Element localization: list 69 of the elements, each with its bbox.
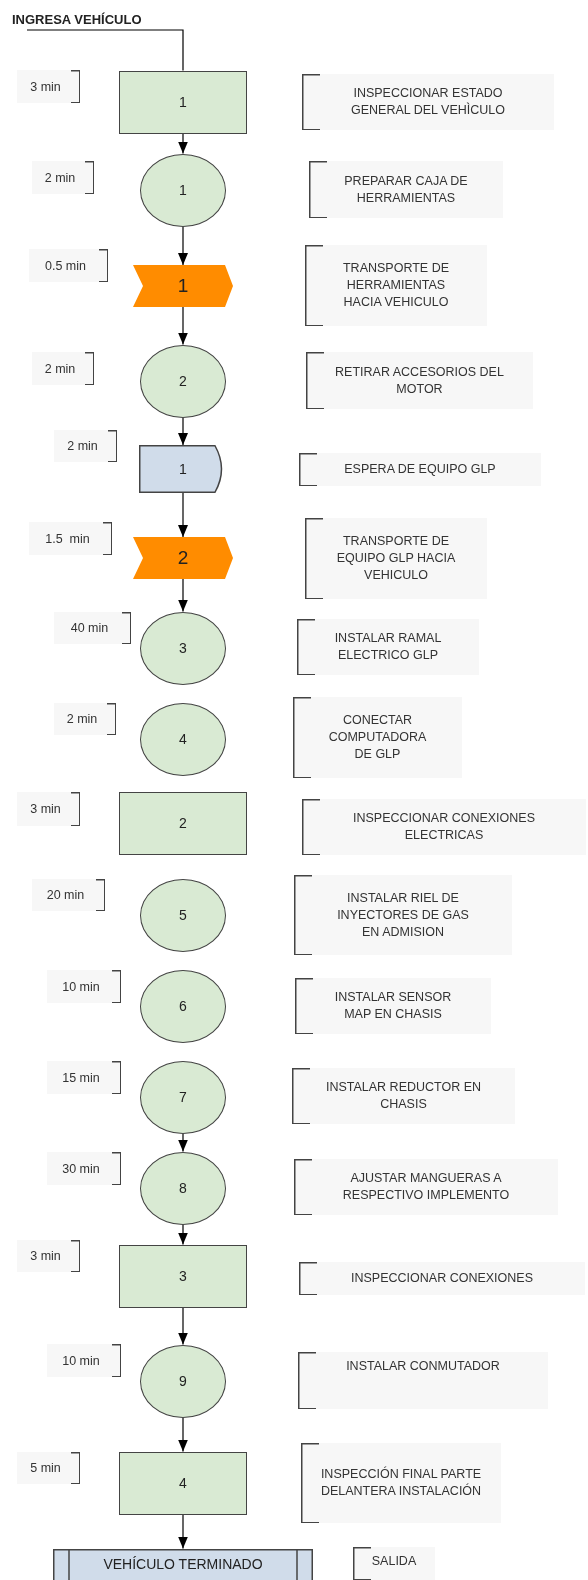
step-number: 1 (177, 275, 189, 297)
step-number: 3 (179, 1268, 187, 1284)
arrow (178, 1132, 188, 1153)
duration-text: 15 min (62, 1070, 100, 1085)
step-number: 4 (179, 731, 187, 747)
arrow (178, 132, 188, 155)
step-number: 2 (179, 373, 187, 389)
arrow (178, 1416, 188, 1453)
step-description: INSTALAR RAMAL ELECTRICO GLP (333, 630, 443, 664)
step-number: 8 (179, 1180, 187, 1196)
step-description: INSPECCIONAR ESTADO GENERAL DEL VEHÌCULO (350, 85, 506, 119)
step-description: RETIRAR ACCESORIOS DEL MOTOR (334, 363, 505, 398)
inspection-box (119, 70, 247, 134)
step-number: 2 (177, 547, 189, 569)
step-number: 1 (179, 182, 187, 198)
transport-arrow-shape (133, 265, 233, 307)
arrow (178, 1223, 188, 1246)
step-number: 1 (179, 461, 187, 477)
arrow (178, 1513, 188, 1550)
duration-text: 30 min (62, 1161, 100, 1176)
step-description: SALIDA (370, 1553, 418, 1570)
duration-text: 2 min (44, 361, 76, 376)
step-description: INSTALAR SENSOR MAP EN CHASIS (333, 989, 453, 1023)
step-description: AJUSTAR MANGUERAS A RESPECTIVO IMPLEMENTO (341, 1170, 511, 1204)
step-number: 9 (179, 1373, 187, 1389)
step-number: 3 (179, 640, 187, 656)
duration-text: 3 min (30, 802, 61, 816)
step-number: 1 (179, 94, 187, 110)
step-description: INSPECCIÓN FINAL PARTE DELANTERA INSTALACIÓN (319, 1466, 483, 1500)
step-description: CONECTAR COMPUTADORA DE GLP (327, 712, 428, 763)
arrow (178, 225, 188, 266)
arrow (178, 416, 188, 446)
step-description: TRANSPORTE DE HERRAMIENTAS HACIA VEHICULO (341, 260, 450, 311)
start-label: INGRESA VEHÍCULO (12, 10, 142, 30)
inspection-box (119, 791, 247, 855)
terminal-label: VEHÍCULO TERMINADO (103, 1556, 263, 1572)
duration-text: 10 min (62, 979, 100, 994)
step-description: TRANSPORTE DE EQUIPO GLP HACIA VEHICULO (335, 533, 457, 584)
step-description: INSTALAR REDUCTOR EN CHASIS (324, 1079, 483, 1113)
duration-text: 20 min (46, 888, 85, 902)
duration-text: 2 min (44, 170, 76, 185)
duration-text: 2 min (67, 439, 98, 453)
arrow (178, 306, 188, 346)
step-number: 4 (179, 1475, 187, 1491)
step-number: 7 (179, 1089, 187, 1105)
step-description: INSTALAR CONMUTADOR (345, 1358, 501, 1375)
duration-text: 5 min (30, 1461, 61, 1475)
inspection-box (119, 1451, 247, 1515)
step-description: INSPECCIONAR CONEXIONES ELECTRICAS (352, 810, 536, 844)
step-description: PREPARAR CAJA DE HERRAMIENTAS (343, 172, 469, 207)
arrow (178, 1306, 188, 1346)
step-description: INSTALAR RIEL DE INYECTORES DE GAS EN ADMISION (336, 889, 470, 941)
duration-text: 40 min (70, 621, 109, 635)
step-description: INSPECCIONAR CONEXIONES (350, 1270, 534, 1287)
duration-text: 2 min (66, 712, 98, 726)
transport-arrow-shape (133, 537, 233, 579)
duration-text: 3 min (30, 1249, 61, 1263)
duration-text: 0.5 min (45, 258, 86, 273)
inspection-box (119, 1244, 247, 1308)
terminal-box (53, 1548, 313, 1580)
duration-text: 3 min (30, 79, 61, 94)
step-number: 2 (179, 815, 187, 831)
arrow (178, 578, 188, 613)
duration-text: 10 min (62, 1353, 100, 1368)
step-number: 6 (179, 998, 187, 1014)
duration-text: 1.5 min (45, 531, 90, 546)
step-number: 5 (179, 907, 187, 923)
step-description: ESPERA DE EQUIPO GLP (343, 461, 497, 478)
arrow (178, 492, 188, 538)
